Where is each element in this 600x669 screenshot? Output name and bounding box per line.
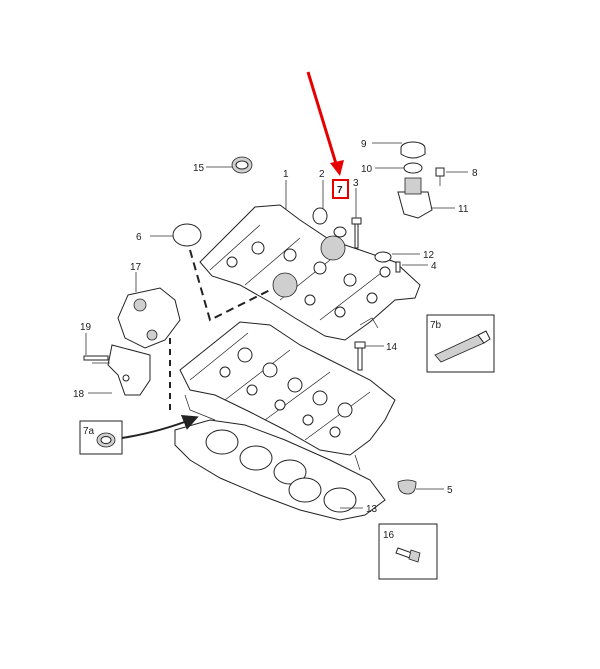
label-6: 6 <box>136 232 142 243</box>
label-7b: 7b <box>430 320 442 331</box>
part-12-oring <box>374 251 392 263</box>
part-4-pin <box>395 261 401 273</box>
label-3: 3 <box>353 178 359 189</box>
red-pointer-arrow <box>306 71 344 176</box>
label-14: 14 <box>386 342 398 353</box>
label-13: 13 <box>366 504 378 515</box>
label-18: 18 <box>73 389 85 400</box>
part-11-housing <box>397 191 433 219</box>
label-10: 10 <box>361 164 373 175</box>
inset-box-7b <box>426 314 495 373</box>
camshaft-carrier <box>199 204 421 341</box>
label-7: 7 <box>337 185 343 196</box>
label-11: 11 <box>458 204 469 215</box>
head-gasket <box>174 419 386 521</box>
label-15: 15 <box>193 163 205 174</box>
label-19: 19 <box>80 322 92 333</box>
label-17: 17 <box>130 262 142 273</box>
dashed-guide-6 <box>189 249 271 322</box>
part-3-bolt <box>354 221 359 249</box>
part-8-bolt <box>435 167 445 177</box>
part-14-bolt <box>357 345 363 371</box>
cylinder-head <box>179 321 396 471</box>
part-7-oring <box>333 226 347 238</box>
label-7a: 7a <box>83 426 95 437</box>
label-1: 1 <box>283 169 289 180</box>
part-10-seal <box>403 162 423 174</box>
part-5-plug <box>397 479 417 495</box>
label-4: 4 <box>431 261 437 272</box>
label-16: 16 <box>383 530 395 541</box>
part-17-vvt-unit <box>117 287 181 349</box>
part-6-cover <box>172 223 202 247</box>
label-8: 8 <box>472 168 478 179</box>
part-19-bolt <box>83 355 109 361</box>
label-12: 12 <box>423 250 435 261</box>
part-18-bracket <box>107 344 151 396</box>
arrow-7a <box>121 415 199 439</box>
label-5: 5 <box>447 485 453 496</box>
part-7-highlight-box <box>332 179 349 199</box>
inset-box-16 <box>378 523 438 580</box>
inset-box-7a <box>79 420 123 455</box>
leader-lines <box>85 142 468 509</box>
part-2-seal <box>312 207 328 225</box>
label-9: 9 <box>361 139 367 150</box>
label-2: 2 <box>319 169 325 180</box>
